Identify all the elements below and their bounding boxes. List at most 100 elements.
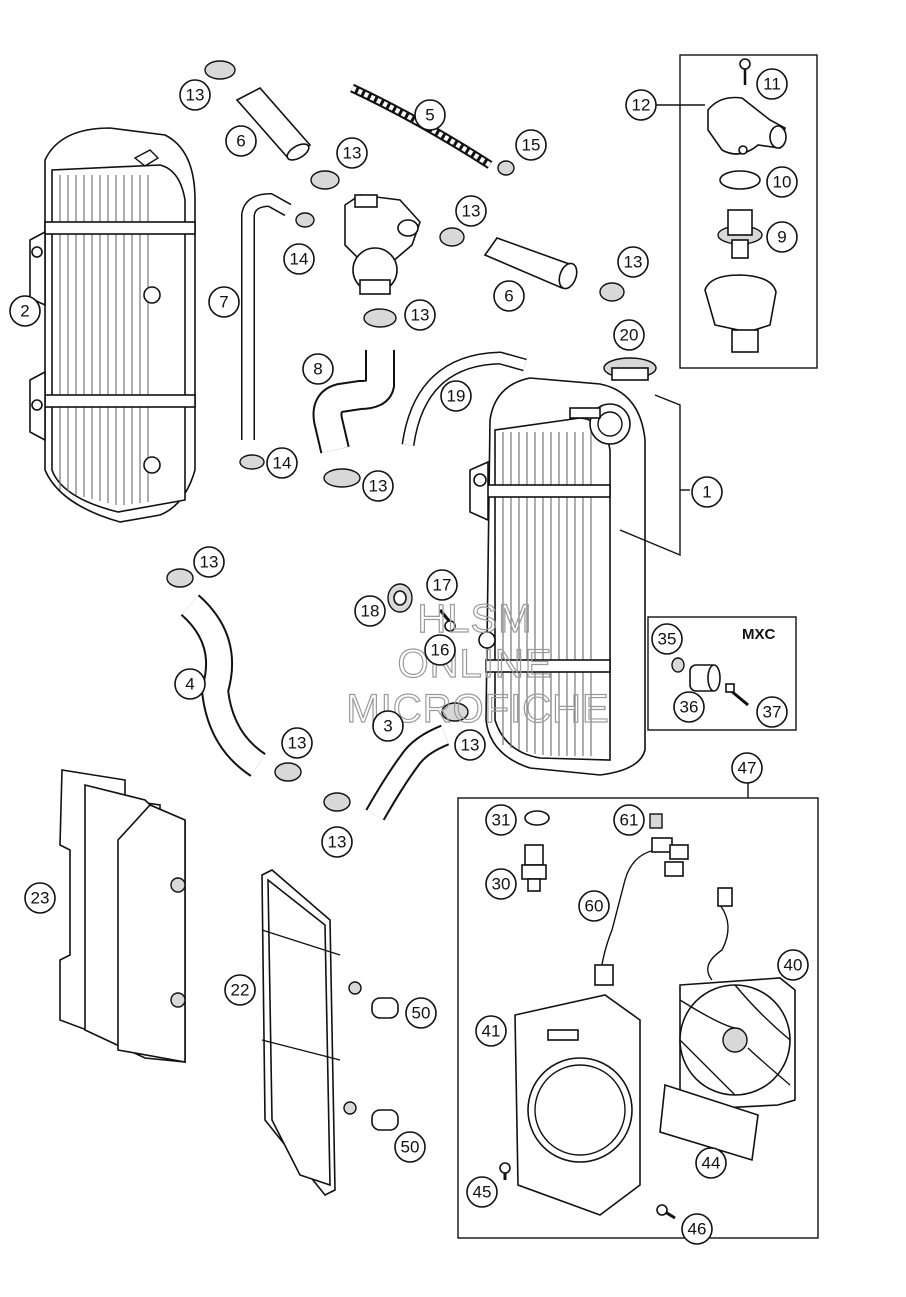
screw-46 xyxy=(656,1204,676,1220)
svg-text:8: 8 xyxy=(313,360,322,379)
svg-text:14: 14 xyxy=(273,454,292,473)
callout-31: 31 xyxy=(485,804,517,836)
svg-text:14: 14 xyxy=(290,250,309,269)
thermostat-group-box xyxy=(679,54,818,369)
callout-13c: 13 xyxy=(455,195,487,227)
svg-text:36: 36 xyxy=(680,698,699,717)
callout-13k: 13 xyxy=(198,553,217,572)
svg-text:13: 13 xyxy=(462,202,481,221)
callout-22: 22 xyxy=(224,974,256,1006)
svg-text:3: 3 xyxy=(383,717,392,736)
callout-46: 46 xyxy=(681,1213,713,1245)
hose-8 xyxy=(312,350,395,454)
watermark: HLSM ONLINE MICROFICHE xyxy=(346,596,610,731)
callout-40: 40 xyxy=(777,949,809,981)
callout-19: 19 xyxy=(440,380,472,412)
callout-4: 4 xyxy=(174,668,206,700)
callout-6a: 6 xyxy=(225,125,257,157)
callout-18: 18 xyxy=(354,595,386,627)
svg-text:22: 22 xyxy=(231,981,250,1000)
svg-text:6: 6 xyxy=(236,132,245,151)
callout-20: 20 xyxy=(613,319,645,351)
svg-text:45: 45 xyxy=(473,1183,492,1202)
callout-17: 17 xyxy=(426,569,458,601)
callout-13i: 13 xyxy=(281,727,313,759)
callout-16: 16 xyxy=(424,634,456,666)
svg-text:61: 61 xyxy=(620,811,639,830)
callout-14b: 14 xyxy=(266,447,298,479)
svg-text:50: 50 xyxy=(412,1004,431,1023)
thermostat-9 xyxy=(717,209,763,259)
bolt-50 xyxy=(371,997,399,1131)
svg-text:31: 31 xyxy=(492,811,511,830)
sealing-ring-31 xyxy=(524,810,550,826)
mxc-bushing xyxy=(671,657,749,707)
svg-text:12: 12 xyxy=(632,96,651,115)
thermostat-housing xyxy=(707,96,787,155)
fan-frame-41 xyxy=(514,994,641,1216)
svg-text:11: 11 xyxy=(763,75,781,94)
svg-text:13: 13 xyxy=(186,86,205,105)
callout-13g: 13 xyxy=(193,546,225,578)
svg-text:13: 13 xyxy=(411,306,430,325)
screw-11 xyxy=(739,58,751,85)
callouts: 1 2 3 4 5 6 6 7 8 9 10 11 12 13 13 13 13… xyxy=(9,68,809,1245)
callout-60: 60 xyxy=(578,890,610,922)
water-pump xyxy=(344,194,421,295)
svg-text:17: 17 xyxy=(433,576,452,595)
fan-cover-44 xyxy=(659,1083,759,1162)
callout-50a: 50 xyxy=(405,997,437,1029)
callout-23: 23 xyxy=(24,882,56,914)
callout-9: 9 xyxy=(766,221,798,253)
svg-text:4: 4 xyxy=(185,675,194,694)
leader-lines xyxy=(655,104,749,798)
svg-text:6: 6 xyxy=(504,287,513,306)
callout-13f: 13 xyxy=(362,470,394,502)
shroud-23 xyxy=(59,769,186,1063)
variant-label: MXC xyxy=(742,626,776,643)
callout-36: 36 xyxy=(673,691,705,723)
fuse-61 xyxy=(649,813,663,829)
svg-text:20: 20 xyxy=(620,326,639,345)
fan-group-box xyxy=(457,797,819,1239)
svg-text:19: 19 xyxy=(447,387,466,406)
radiator-left xyxy=(29,127,196,523)
callout-14a: 14 xyxy=(283,243,315,275)
callout-1: 1 xyxy=(691,476,723,508)
thermostat-base xyxy=(704,274,777,353)
fan-cable-60 xyxy=(594,837,689,986)
callout-44: 44 xyxy=(695,1147,727,1179)
callout-5: 5 xyxy=(414,99,446,131)
hose-6-lower xyxy=(483,237,578,290)
svg-text:10: 10 xyxy=(773,173,792,192)
callout-7: 7 xyxy=(208,286,240,318)
callout-13e: 13 xyxy=(404,299,436,331)
callout-41: 41 xyxy=(475,1015,507,1047)
o-ring-10 xyxy=(719,170,761,190)
screw-17 xyxy=(438,609,456,632)
leader-1 xyxy=(619,394,681,557)
hose-7 xyxy=(241,192,292,440)
callout-8: 8 xyxy=(302,353,334,385)
svg-text:16: 16 xyxy=(431,641,450,660)
svg-text:13: 13 xyxy=(343,144,362,163)
svg-text:HLSM: HLSM xyxy=(417,597,532,641)
svg-text:50: 50 xyxy=(401,1138,420,1157)
callout-13b: 13 xyxy=(336,137,368,169)
svg-text:41: 41 xyxy=(482,1022,501,1041)
callout-35: 35 xyxy=(651,623,683,655)
radiator-right xyxy=(469,377,646,776)
hose-3 xyxy=(365,724,450,821)
callout-11: 11 xyxy=(756,68,788,100)
callout-50b: 50 xyxy=(394,1131,426,1163)
hose-clamp xyxy=(166,60,625,812)
grommet-18 xyxy=(387,583,413,613)
svg-text:ONLINE: ONLINE xyxy=(398,642,553,686)
callout-13d: 13 xyxy=(617,246,649,278)
screw-45 xyxy=(499,1162,511,1180)
svg-text:9: 9 xyxy=(777,228,786,247)
svg-text:30: 30 xyxy=(492,875,511,894)
svg-text:1: 1 xyxy=(702,483,711,502)
callout-13h: 13 xyxy=(454,729,486,761)
svg-text:37: 37 xyxy=(763,703,782,722)
